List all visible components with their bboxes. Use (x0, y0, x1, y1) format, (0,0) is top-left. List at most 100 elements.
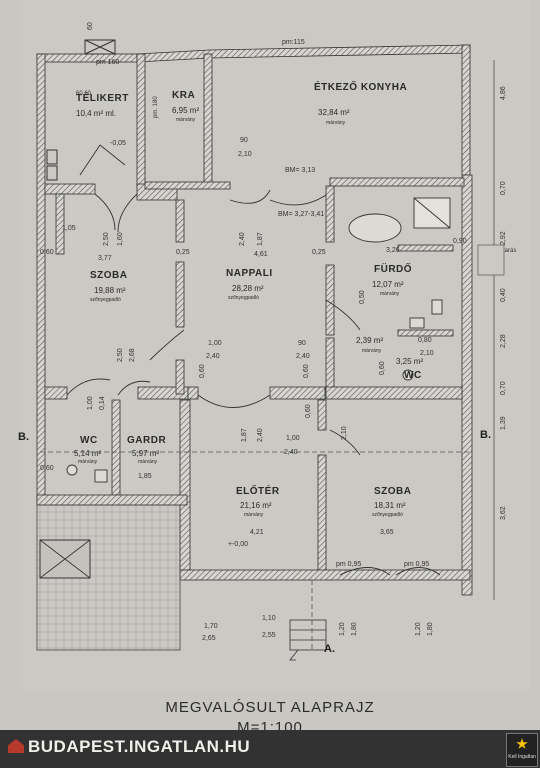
dim-label: 1,20 (339, 622, 346, 636)
room-area-wc1: 5,14 m² (74, 449, 101, 458)
dim-label: pm 160 (96, 59, 119, 66)
dim-label: 3,77 (98, 255, 112, 262)
dim-label: 1,80 (351, 622, 358, 636)
bathtub (348, 213, 402, 243)
section-marks: B. B. A. (18, 429, 491, 655)
room-material-hall: márvány (362, 348, 382, 354)
dim-label: BM= 3,27-3,41 (278, 211, 324, 218)
dim-label: 1,00 (208, 340, 222, 347)
dim-label: pm. 180 (153, 96, 159, 118)
room-name-szoba2: SZOBA (374, 486, 412, 497)
dim-label: 1,00 (286, 435, 300, 442)
dim-label: 0,25 (176, 249, 190, 256)
footer-bar (0, 730, 540, 768)
brand-link[interactable]: BUDAPEST.INGATLAN.HU (8, 737, 250, 757)
house-icon (8, 739, 24, 753)
dim-label: 2,10 (238, 151, 252, 158)
dim-label: 2,40 (257, 428, 264, 442)
dim-label: BM= 3,13 (285, 167, 315, 174)
room-area-nappali: 28,28 m² (232, 284, 264, 293)
room-material-nappali: szőnyegpadló (228, 295, 259, 301)
bathroom-fixtures (66, 197, 451, 483)
dim-label: 1,10 (262, 615, 276, 622)
door-swings (66, 144, 441, 576)
room-material-szoba1: szőnyegpadló (90, 297, 121, 303)
room-name-telikert: TÉLIKERT (76, 91, 129, 104)
room-material-wc1: márvány (78, 459, 98, 465)
brand-label: BUDAPEST.INGATLAN.HU (28, 737, 251, 756)
dim-label: 4,21 (250, 529, 264, 536)
dim-label: 2,40 (296, 353, 310, 360)
dim-label: 0,60 (379, 361, 386, 375)
dim-label: 1,87 (257, 232, 264, 246)
dim-label: 2,50 (117, 348, 124, 362)
room-name-wc2: WC (404, 370, 422, 381)
dim-label: 1,05 (62, 225, 76, 232)
dim-label: 0,80 (418, 337, 432, 344)
room-material-kra: márvány (176, 117, 196, 123)
agency-badge-label: Kell Ingatlan (508, 754, 536, 760)
dim-label: 2,50 (103, 232, 110, 246)
room-name-furdo: FÜRDŐ (374, 262, 412, 275)
dim-label: 3,65 (380, 529, 394, 536)
dim-label: 2,55 (262, 632, 276, 639)
entrance-stairs (289, 619, 327, 661)
dim-label: 2,10 (420, 350, 434, 357)
agency-badge: Kell Ingatlan (506, 733, 538, 767)
room-area-kra: 6,95 m² (172, 106, 199, 115)
room-material-eloter: márvány (244, 512, 264, 518)
dim-label: 2,28 (500, 334, 507, 348)
dim-label: 0,70 (500, 181, 507, 195)
section-mark-left: B. (18, 431, 29, 443)
dim-label: -0,05 (110, 140, 126, 147)
room-area-furdo: 12,07 m² (372, 280, 404, 289)
room-area-hall: 2,39 m² (356, 336, 383, 345)
room-area-szoba1: 19,88 m² (94, 286, 126, 295)
star-icon (516, 738, 528, 749)
room-labels: TÉLIKERT 10,4 m² ml. KRA 6,95 m² márvány… (74, 80, 423, 518)
toilet-wc1 (66, 464, 78, 476)
dim-label: 0,60 (40, 249, 54, 256)
dim-label: 0,60 (303, 364, 310, 378)
room-area-gardr: 5,97 m² (132, 449, 159, 458)
dim-label: 60 (87, 22, 94, 30)
room-name-gardr: GARDR (127, 435, 166, 446)
toilet-wc2 (402, 369, 414, 381)
room-area-telikert: 10,4 m² ml. (76, 109, 116, 118)
dim-label: 2,68 (129, 348, 136, 362)
dim-label: 1,60 (117, 232, 124, 246)
dim-label: 90 (240, 137, 248, 144)
sink-wc1 (94, 469, 108, 483)
dim-label: 1,20 (415, 622, 422, 636)
section-mark-right: B. (480, 429, 491, 441)
room-area-szoba2: 18,31 m² (374, 501, 406, 510)
dim-label: 0,90 (453, 238, 467, 245)
room-name-etkezo: ÉTKEZŐ KONYHA (314, 80, 407, 93)
dim-label: 2,65 (202, 635, 216, 642)
room-name-szoba1: SZOBA (90, 270, 128, 281)
plan-title: MEGVALÓSULT ALAPRAJZ (165, 699, 375, 716)
dim-label: 0,60 (199, 364, 206, 378)
dim-label: 0,25 (312, 249, 326, 256)
dim-label: 1,70 (204, 623, 218, 630)
dim-label: 0,70 (500, 381, 507, 395)
dim-label: 4,61 (254, 251, 268, 258)
dim-label: 2,10 (341, 426, 348, 440)
room-name-nappali: NAPPALI (226, 268, 273, 279)
dim-label: 3,62 (500, 506, 507, 520)
room-area-wc2: 3,25 m² (396, 357, 423, 366)
dim-label: 1,39 (500, 416, 507, 430)
dim-label: 0,60 (40, 465, 54, 472)
dim-label: 1,85 (138, 473, 152, 480)
sink-furdo (409, 317, 425, 329)
room-name-eloter: ELŐTÉR (236, 484, 280, 497)
sink-furdo-2 (431, 299, 443, 315)
room-material-etkezo: márvány (326, 120, 346, 126)
dim-label: 1,87 (241, 428, 248, 442)
dim-label: 2,40 (239, 232, 246, 246)
room-material-szoba2: szőnyegpadló (372, 512, 403, 518)
dim-label: 3,26 (386, 247, 400, 254)
room-material-furdo: márvány (380, 291, 400, 297)
section-mark-bottom: A. (324, 643, 335, 655)
